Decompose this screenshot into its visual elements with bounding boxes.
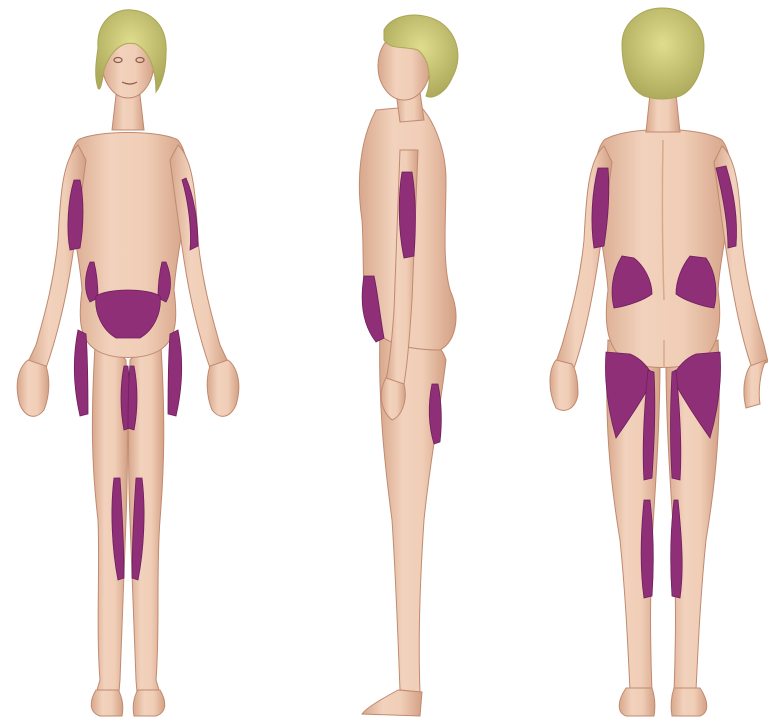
front-view-figure xyxy=(17,10,239,716)
back-region-left-lower-leg xyxy=(641,500,653,598)
side-body xyxy=(359,32,456,716)
front-region-left-outer-thigh xyxy=(74,330,88,416)
front-region-right-inner-thigh xyxy=(128,366,137,430)
back-hair xyxy=(622,8,704,99)
back-body xyxy=(550,94,768,716)
side-view-figure xyxy=(359,15,458,716)
front-region-right-outer-thigh xyxy=(168,330,182,416)
side-region-upper-arm xyxy=(399,172,415,258)
back-view-figure xyxy=(550,8,768,716)
